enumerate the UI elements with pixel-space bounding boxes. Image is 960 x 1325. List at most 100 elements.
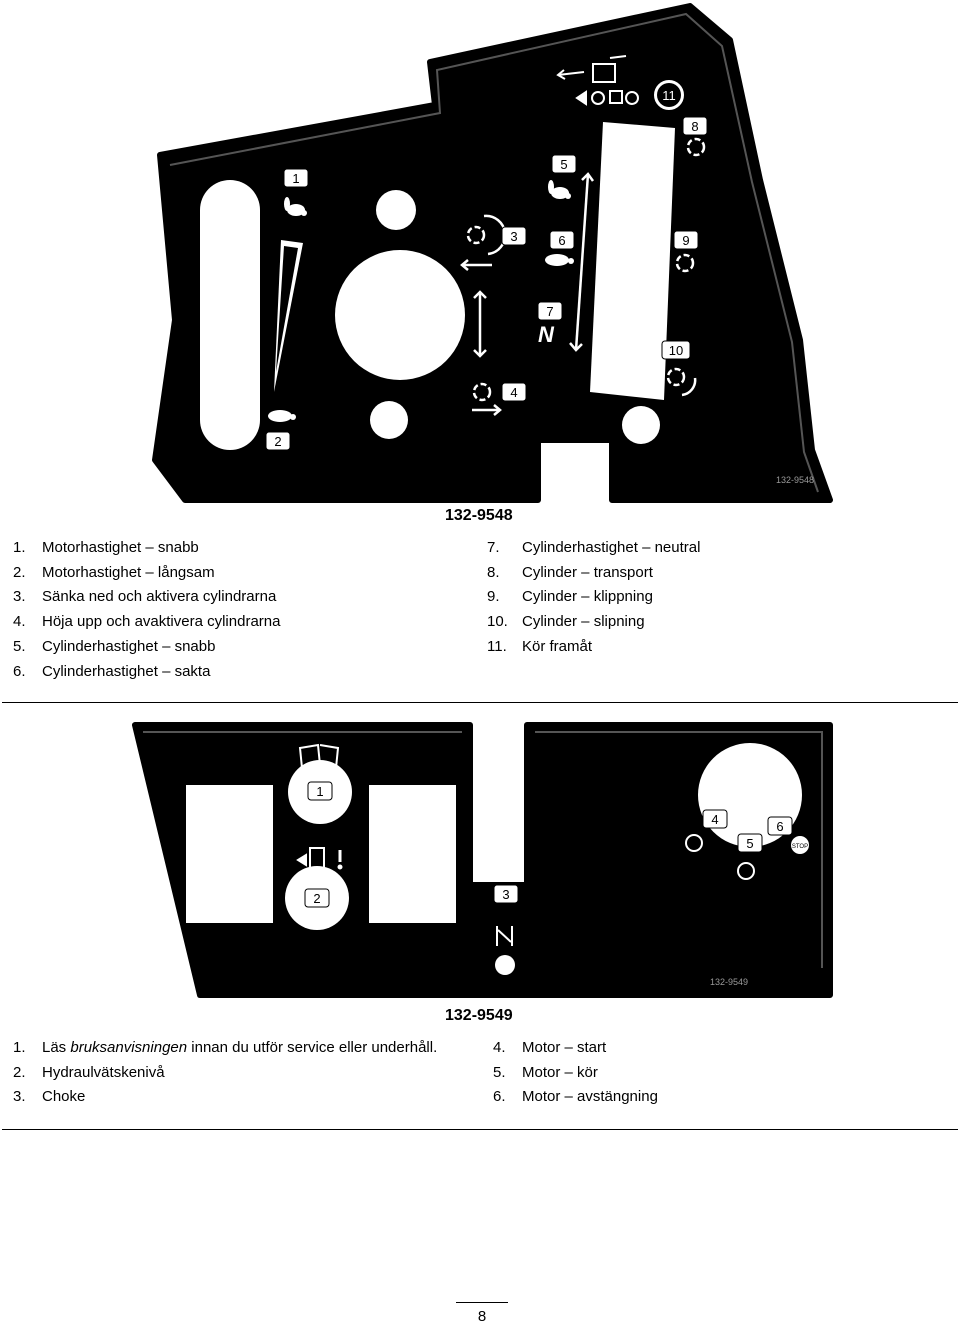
legend-text: Höja upp och avaktivera cylindrarna [42, 613, 281, 631]
legend-number: 7. [487, 539, 500, 556]
callout-6: 6 [767, 816, 793, 836]
legend-item: 2. Hydraulvätskenivå [13, 1061, 437, 1086]
legend-text: Cylinderhastighet – sakta [42, 662, 211, 680]
neutral-glyph: N [538, 322, 555, 347]
up-down-arrow-icon [473, 290, 487, 358]
mount-hole [370, 401, 408, 439]
legend-item: 4. Motor – start [493, 1036, 658, 1061]
callout-5: 5 [737, 833, 763, 853]
svg-text:STOP: STOP [792, 844, 808, 850]
stop-icon: STOP [791, 836, 809, 854]
callout-10: 10 [661, 340, 691, 360]
svg-text:2: 2 [313, 891, 320, 906]
reel-lower-icon [460, 214, 507, 271]
legend-number: 10. [487, 613, 508, 631]
decal1-legend-left: 1.Motorhastighet – snabb 2. Motorhastighet… [13, 536, 280, 684]
svg-text:10: 10 [669, 343, 683, 358]
rabbit-icon [284, 197, 307, 216]
decal-part-number-small: 132-9548 [776, 475, 814, 485]
legend-text: Cylinderhastighet – neutral [522, 539, 701, 556]
legend-number: 1. [13, 1039, 26, 1056]
engine-run-icon [737, 862, 755, 880]
callout-4: 4 [501, 382, 527, 402]
legend-text: Kör framåt [522, 637, 593, 655]
throttle-slot [200, 180, 260, 450]
reel-backlap-icon [666, 367, 697, 397]
callout-3: 3 [501, 226, 527, 246]
svg-text:1: 1 [292, 171, 299, 186]
legend-text: Choke [42, 1085, 85, 1110]
engine-start-icon [685, 834, 703, 852]
legend-number: 4. [493, 1039, 506, 1056]
legend-number: 9. [487, 588, 500, 606]
legend-item: 5.Cylinderhastighet – snabb [13, 635, 280, 660]
legend-item: 9.Cylinder – klippning [487, 585, 700, 610]
section-divider [2, 1129, 958, 1130]
decal-code-132-9548: 132-9548 [445, 507, 513, 524]
legend-item: 6. Cylinderhastighet – sakta [13, 660, 280, 685]
svg-text:11: 11 [662, 88, 676, 103]
svg-text:6: 6 [558, 233, 565, 248]
decal2-legend-left: 1. Läs bruksanvisningen innan du utför se… [13, 1036, 437, 1110]
legend-text: Läs bruksanvisningen innan du utför serv… [42, 1036, 437, 1061]
callout-1: 1 [283, 168, 309, 188]
book-wrench-icon [298, 743, 340, 770]
svg-text:8: 8 [691, 119, 698, 134]
turtle-icon [268, 410, 296, 422]
legend-item: 1.Motorhastighet – snabb [13, 536, 280, 561]
reel-transport-icon [686, 137, 706, 157]
legend-text: Cylinder – transport [522, 563, 653, 581]
svg-text:9: 9 [682, 233, 689, 248]
rabbit-icon [548, 180, 571, 199]
turtle-icon [545, 254, 574, 266]
legend-text: Motor – start [522, 1039, 607, 1056]
legend-number: 6. [13, 662, 26, 680]
legend-number: 3. [13, 588, 26, 606]
legend-number: 4. [13, 613, 26, 631]
mount-hole [376, 190, 416, 230]
legend-number: 3. [13, 1088, 26, 1106]
legend-text-pre: Hydraulvätskenivå [42, 1063, 165, 1081]
legend-text: Motor – avstängning [522, 1088, 658, 1106]
callout-2: 2 [265, 431, 291, 451]
decal-code-132-9549: 132-9549 [445, 1007, 513, 1024]
callout-8: 8 [682, 116, 708, 136]
legend-text-emphasis: bruksanvisningen [70, 1039, 188, 1056]
forward-drive-icon [556, 55, 639, 106]
section-divider [2, 702, 958, 703]
center-hole [335, 250, 465, 380]
decal-part-number-small: 132-9549 [710, 977, 748, 987]
decal-132-9548: N 1 2 3 4 5 6 7 8 9 10 11 132-9548 [152, 3, 833, 503]
legend-text-pre: Choke [42, 1088, 86, 1106]
svg-text:3: 3 [502, 887, 509, 902]
callout-2: 2 [304, 888, 330, 908]
speed-wedge [274, 240, 303, 392]
legend-item: 1. Läs bruksanvisningen innan du utför se… [13, 1036, 437, 1061]
legend-item: 3. Choke [13, 1085, 437, 1110]
page-number-text: 8 [477, 1308, 487, 1325]
reel-raise-icon [472, 382, 502, 416]
choke-icon [496, 926, 513, 946]
legend-text: Motorhastighet – snabb [42, 539, 199, 556]
decal-132-9549: STOP 1 2 3 4 5 6 132-9549 [132, 722, 833, 998]
svg-text:5: 5 [746, 836, 753, 851]
lever-slot [590, 122, 675, 400]
legend-item: 6.Motor – avstängning [493, 1085, 658, 1110]
hydraulic-fluid-icon [296, 847, 343, 870]
legend-number: 2. [13, 1063, 26, 1081]
legend-item: 5.Motor – kör [493, 1061, 658, 1086]
legend-number: 2. [13, 563, 26, 581]
svg-text:4: 4 [711, 812, 718, 827]
legend-text: Sänka ned och aktivera cylindrarna [42, 588, 277, 606]
legend-number: 5. [13, 637, 26, 655]
legend-item: 7. Cylinderhastighet – neutral [487, 536, 700, 561]
legend-item: 11. Kör framåt [487, 635, 700, 660]
legend-number: 11. [487, 637, 507, 655]
legend-text-pre: Läs [42, 1039, 71, 1056]
mount-hole [622, 406, 660, 444]
page-number: 8 [456, 1302, 508, 1325]
legend-item: 10.Cylinder – slipning [487, 610, 700, 635]
legend-text: Motorhastighet – långsam [42, 563, 215, 581]
